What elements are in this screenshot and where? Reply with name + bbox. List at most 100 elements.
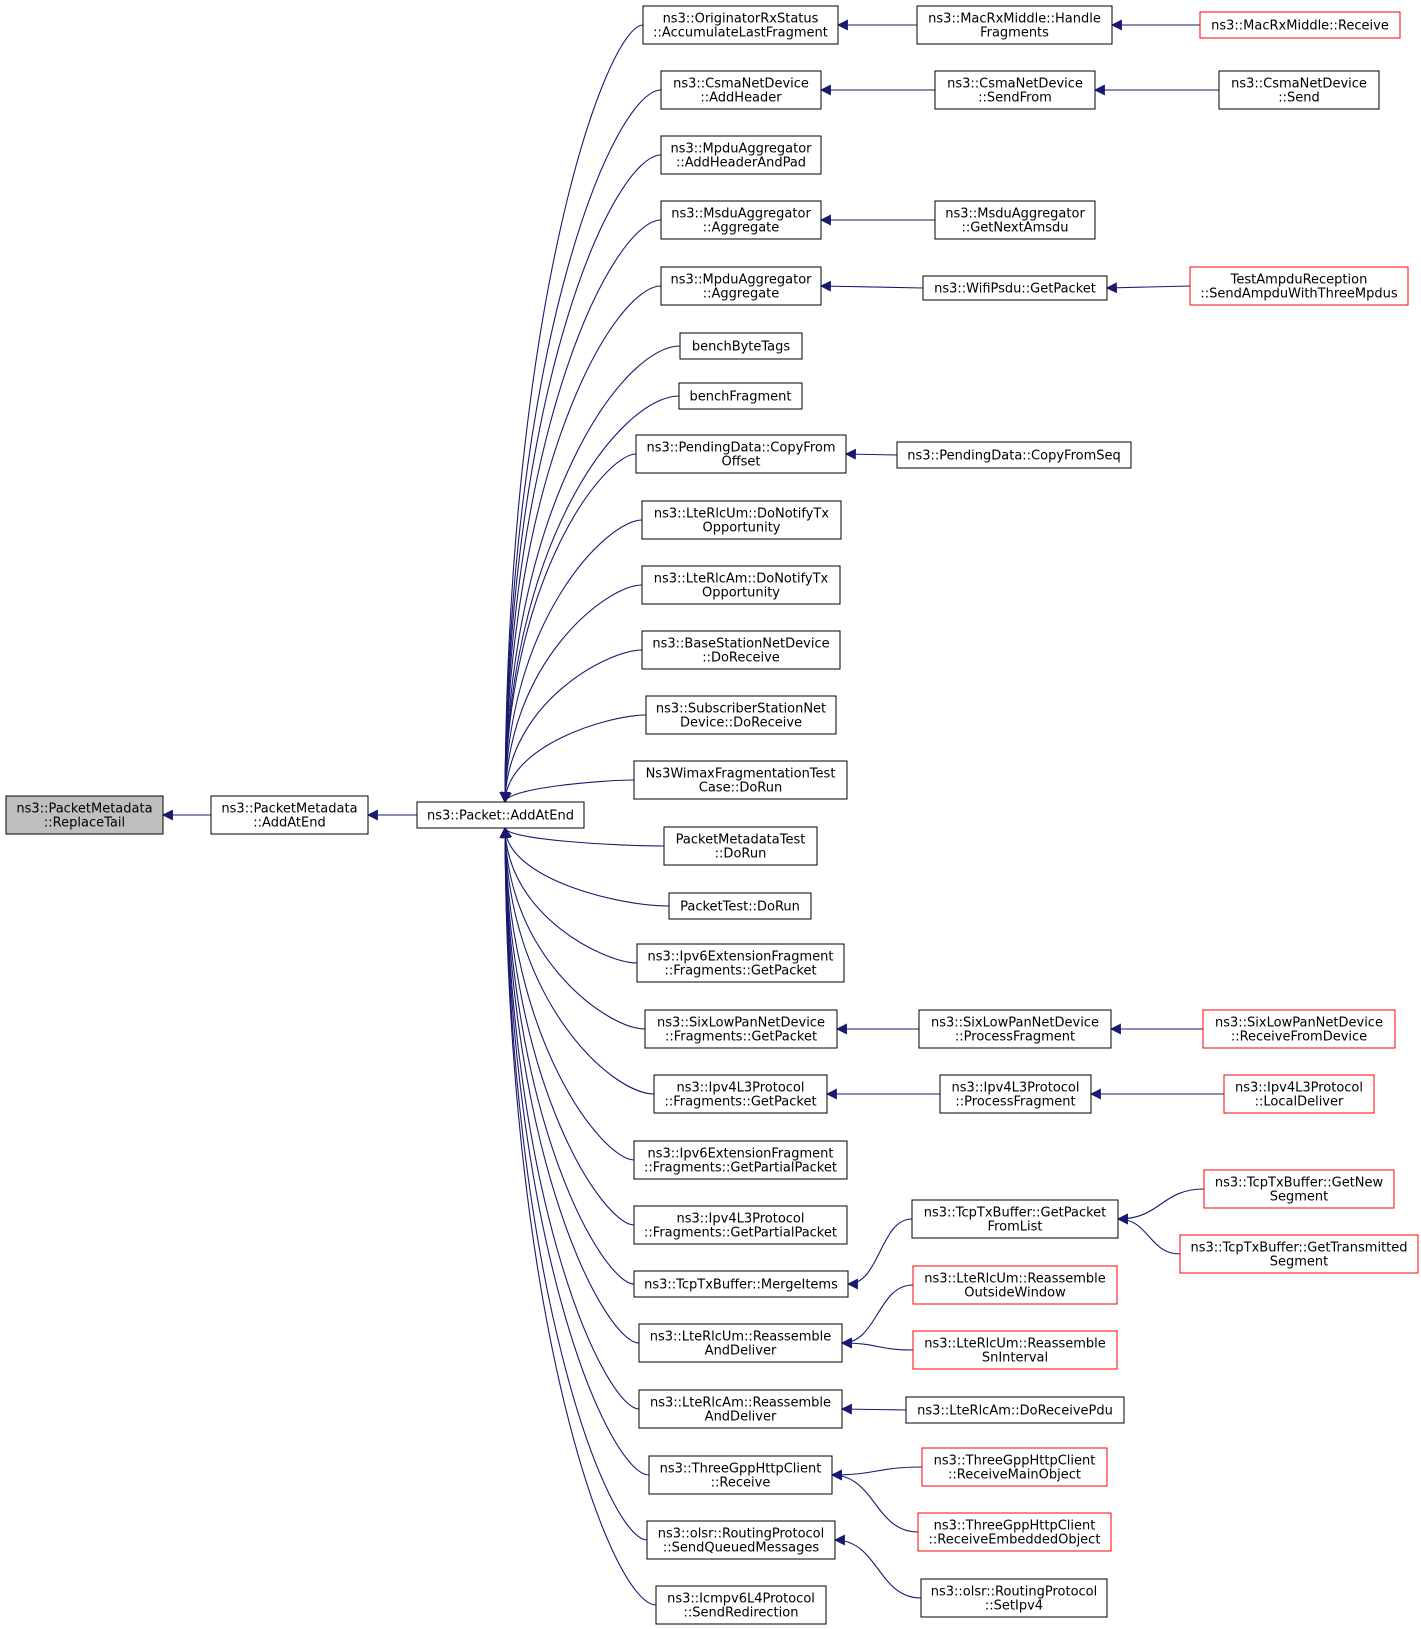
edge-accumulate-last-fragment-to-packet-add-at-end [499,24,644,804]
node-mac-rx-receive[interactable]: ns3::MacRxMiddle::Receive [1199,11,1401,39]
node-box [934,70,1096,110]
node-label-line: ::Receive [711,1476,771,1491]
node-box [918,1009,1112,1049]
node-label-line: OutsideWindow [964,1286,1066,1301]
node-ipv6-frag-get-partial[interactable]: ns3::Ipv6ExtensionFragment::Fragments::G… [633,1140,848,1180]
node-box [1179,1234,1419,1274]
node-label-line: ns3::LteRlcUm::Reassemble [924,1272,1106,1287]
node-ipv6-frag-get-packet[interactable]: ns3::Ipv6ExtensionFragment::Fragments::G… [636,943,845,983]
node-bs-do-receive[interactable]: ns3::BaseStationNetDevice::DoReceive [641,630,841,670]
node-tcp-merge-items[interactable]: ns3::TcpTxBuffer::MergeItems [633,1270,849,1298]
node-wifi-psdu-get-packet[interactable]: ns3::WifiPsdu::GetPacket [922,275,1108,301]
node-pending-copy-from-seq[interactable]: ns3::PendingData::CopyFromSeq [896,441,1132,469]
edge-bench-fragment-to-packet-add-at-end [499,395,680,804]
node-bench-byte-tags[interactable]: benchByteTags [679,332,803,360]
node-label-line: ns3::PacketMetadata [16,802,152,817]
node-rlc-am-do-receive-pdu[interactable]: ns3::LteRlcAm::DoReceivePdu [905,1396,1125,1424]
node-ipv4l3-get-packet[interactable]: ns3::Ipv4L3Protocol::Fragments::GetPacke… [653,1074,828,1114]
node-label-line: ns3::LteRlcUm::Reassemble [924,1337,1106,1352]
node-olsr-set-ipv4[interactable]: ns3::olsr::RoutingProtocol::SetIpv4 [920,1578,1108,1618]
node-ipv4l3-local-deliver[interactable]: ns3::Ipv4L3Protocol::LocalDeliver [1223,1074,1375,1114]
node-mpdu-add-header-pad[interactable]: ns3::MpduAggregator::AddHeaderAndPad [660,135,822,175]
node-label-line: TestAmpduReception [1230,273,1368,288]
node-box [644,1009,838,1049]
edge-tcp-get-transmitted-segment-to-tcp-get-packet-from-list [1116,1213,1181,1255]
edge-wifi-psdu-get-packet-to-mpdu-aggregate [819,280,924,292]
node-http-client-receive[interactable]: ns3::ThreeGppHttpClient::Receive [648,1455,833,1495]
edge-http-receive-main-to-http-client-receive [830,1466,923,1481]
node-packet-add-at-end[interactable]: ns3::Packet::AddAtEnd [416,801,585,829]
node-box [916,5,1113,45]
node-olsr-send-queued[interactable]: ns3::olsr::RoutingProtocol::SendQueuedMe… [646,1520,836,1560]
node-box [1203,1169,1395,1209]
node-box [1223,1074,1375,1114]
node-box [1218,70,1380,110]
edge-rlc-um-notify-tx-to-packet-add-at-end [499,519,643,804]
node-label-line: Case::DoRun [699,781,782,796]
node-label-line: ns3::TcpTxBuffer::MergeItems [644,1278,838,1293]
node-msdu-get-next-amsdu[interactable]: ns3::MsduAggregator::GetNextAmsdu [934,200,1096,240]
node-csma-send[interactable]: ns3::CsmaNetDevice::Send [1218,70,1380,110]
edge-bench-byte-tags-to-packet-add-at-end [499,345,681,804]
node-box [633,1140,848,1180]
node-http-receive-main[interactable]: ns3::ThreeGppHttpClient::ReceiveMainObje… [921,1447,1108,1487]
node-label-line: ::ReceiveMainObject [948,1468,1081,1483]
node-icmpv6-send-redirection[interactable]: ns3::Icmpv6L4Protocol::SendRedirection [655,1585,827,1625]
node-label-line: ns3::Ipv4L3Protocol [677,1081,805,1096]
edge-rlc-am-reassemble-deliver-to-packet-add-at-end [499,826,640,1410]
node-box [655,1585,827,1625]
node-label-line: ::GetNextAmsdu [961,221,1068,236]
node-bench-fragment[interactable]: benchFragment [678,382,803,410]
node-csma-send-from[interactable]: ns3::CsmaNetDevice::SendFrom [934,70,1096,110]
node-ipv4l3-get-partial[interactable]: ns3::Ipv4L3Protocol::Fragments::GetParti… [633,1205,848,1245]
node-csma-add-header[interactable]: ns3::CsmaNetDevice::AddHeader [660,70,822,110]
node-box [678,382,803,410]
node-ss-do-receive[interactable]: ns3::SubscriberStationNetDevice::DoRecei… [645,695,837,735]
node-box [668,892,812,920]
node-label-line: ns3::Ipv6ExtensionFragment [647,1147,833,1162]
node-http-receive-embedded[interactable]: ns3::ThreeGppHttpClient::ReceiveEmbedded… [917,1512,1112,1552]
node-sixlowpan-get-packet[interactable]: ns3::SixLowPanNetDevice::Fragments::GetP… [644,1009,838,1049]
node-metadata-add-at-end[interactable]: ns3::PacketMetadata::AddAtEnd [210,795,369,835]
node-label-line: ns3::BaseStationNetDevice [652,637,829,652]
node-box [939,1074,1092,1114]
edge-packet-metadata-test-to-packet-add-at-end [501,826,665,847]
node-msdu-aggregate[interactable]: ns3::MsduAggregator::Aggregate [660,200,822,240]
node-sixlowpan-process-fragment[interactable]: ns3::SixLowPanNetDevice::ProcessFragment [918,1009,1112,1049]
node-label-line: Opportunity [702,586,780,601]
node-label-line: ns3::Ipv4L3Protocol [1235,1081,1363,1096]
node-box [636,943,845,983]
node-packet-test[interactable]: PacketTest::DoRun [668,892,812,920]
node-ipv4l3-process-fragment[interactable]: ns3::Ipv4L3Protocol::ProcessFragment [939,1074,1092,1114]
node-label-line: ns3::TcpTxBuffer::GetNew [1215,1176,1384,1191]
edge-mpdu-aggregate-to-packet-add-at-end [499,285,662,804]
node-packet-metadata-test[interactable]: PacketMetadataTest::DoRun [663,826,818,866]
node-box [917,1512,1112,1552]
node-label-line: ns3::PendingData::CopyFrom [647,441,836,456]
node-sixlowpan-receive-from-device[interactable]: ns3::SixLowPanNetDevice::ReceiveFromDevi… [1202,1009,1396,1049]
node-send-ampdu-three-mpdus[interactable]: TestAmpduReception::SendAmpduWithThreeMp… [1189,266,1409,306]
node-box [896,441,1132,469]
node-label-line: AndDeliver [705,1344,777,1359]
node-mpdu-aggregate[interactable]: ns3::MpduAggregator::Aggregate [660,266,822,306]
node-label-line: Segment [1270,1255,1329,1270]
node-replace-tail[interactable]: ns3::PacketMetadata::ReplaceTail [5,795,164,835]
node-label-line: ::ProcessFragment [955,1095,1075,1110]
node-label-line: ns3::MpduAggregator [670,273,812,288]
node-box [921,1447,1108,1487]
edge-tcp-get-new-segment-to-tcp-get-packet-from-list [1116,1188,1205,1225]
edge-tcp-get-packet-from-list-to-tcp-merge-items [846,1218,913,1290]
node-accumulate-last-fragment[interactable]: ns3::OriginatorRxStatus::AccumulateLastF… [642,5,839,45]
